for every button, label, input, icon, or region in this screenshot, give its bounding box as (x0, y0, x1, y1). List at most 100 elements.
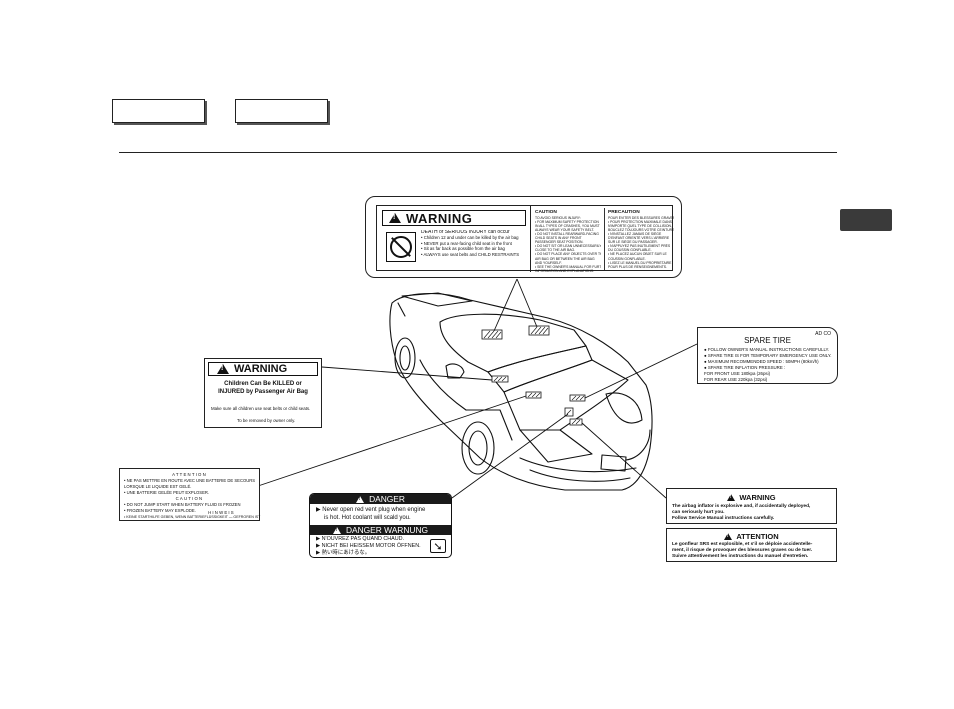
danger-title: DANGER WARNUNG (345, 525, 429, 535)
warning-body-line: DEATH or SERIOUS INJURY can occur (421, 230, 510, 235)
warning-header: WARNING (382, 210, 526, 226)
warning-triangle-icon (332, 526, 341, 534)
precaution-line: COUSSIN GONFLABLE. (608, 256, 646, 261)
label-line: • KEINE STARTHILFE GEBEN, WENN BATTERIEF… (124, 515, 261, 519)
arrow-icon: ➘ (430, 539, 446, 553)
label-line: FOR FRONT USE 180kpa (26psi) (704, 371, 771, 376)
nav-button-next[interactable] (235, 99, 328, 123)
section-thumb-tab[interactable] (840, 209, 892, 231)
label-line: • NE PAS METTRE EN ROUTE AVEC UNE BATTER… (124, 478, 256, 483)
caution-line: CLOSE TO THE AIR BAG. (535, 248, 576, 253)
precaution-line: BOUCLEZ TOUJOURS VOTRE CEINTURE. (608, 227, 674, 232)
caution-line: AIR BAG OR BETWEEN THE AIR BAG (535, 256, 595, 261)
label-line: The airbag inflator is explosive and, if… (672, 504, 811, 509)
caution-title: CAUTION (535, 210, 557, 215)
airbag-inflator-attention-label: ATTENTION Le gonfleur SRS est explosible… (666, 528, 837, 562)
spare-tire-label: AD CO SPARE TIRE ● FOLLOW OWNER'S MANUAL… (697, 327, 838, 384)
nav-button-previous[interactable] (112, 99, 205, 123)
label-title: SPARE TIRE (744, 336, 791, 345)
label-line: ▶ Never open red vent plug when engine (316, 507, 426, 513)
label-line: INJURED by Passenger Air Bag (218, 389, 308, 395)
label-line: Suivre attentivement les instructions du… (672, 554, 809, 559)
warning-title: WARNING (739, 493, 776, 502)
label-line: is hot. Hot coolant will scald you. (324, 515, 411, 521)
label-line: ▶ 熱い時にあけるな。 (316, 550, 371, 556)
label-line: Children Can Be KILLED or (224, 381, 302, 387)
label-line: can seriously hurt you. (672, 510, 725, 515)
precaution-line: • LISEZ LE MANUEL DU PROPRIÉTAIRE (608, 260, 672, 265)
battery-caution-label: ATTENTION • NE PAS METTRE EN ROUTE AVEC … (119, 468, 260, 521)
divider (604, 208, 605, 270)
header-rule (119, 152, 837, 153)
label-line: To be removed by owner only. (237, 418, 296, 423)
airbag-warning-label-inner: WARNING DEATH or SERIOUS INJURY can occu… (376, 205, 674, 273)
airbag-warning-label-dash: WARNING DEATH or SERIOUS INJURY can occu… (365, 196, 682, 278)
attention-header: ATTENTION (667, 532, 836, 541)
warning-body-line: • Children 12 and under can be killed by… (421, 235, 519, 241)
label-line: LORSQUE LE LIQUIDE EST GELÉ. (124, 484, 192, 489)
warning-title: WARNING (234, 363, 288, 375)
label-line: • UNE BATTERIE GELÉE PEUT EXPLOSER. (124, 490, 210, 495)
airbag-inflator-warning-label: WARNING The airbag inflator is explosive… (666, 488, 837, 524)
caution-line: CHILD SEATS IN ANY FRONT (535, 236, 582, 241)
precaution-line: • N'APPUYEZ PAS INUTILEMENT PRÈS (608, 244, 671, 249)
label-line: ▶ N'OUVREZ PAS QUAND CHAUD. (316, 536, 405, 542)
warning-triangle-icon (356, 495, 365, 503)
precaution-line: SUR LE SIÈGE DU PASSAGER. (608, 240, 658, 245)
label-line: Make sure all children use seat belts or… (211, 406, 311, 411)
precaution-line: N'IMPORTE QUEL TYPE DE COLLISION, (608, 223, 672, 228)
label-line: Le gonfleur SRS est explosible, et s'il … (672, 542, 813, 547)
label-line: ● MAXIMUM RECOMMENDED SPEED : 50MPH (80k… (704, 359, 819, 364)
divider (530, 206, 531, 272)
precaution-title: PRECAUTION (608, 210, 640, 215)
precaution-line: • POUR PROTECTION MAXIMALE DANS (608, 219, 672, 224)
caution-line: • DO NOT SIT OR LEAN UNNECESSARILY (535, 244, 601, 249)
warning-body-line: • Sit as far back as possible from the a… (421, 246, 505, 252)
warning-title: WARNING (406, 210, 473, 226)
warning-triangle-icon (217, 364, 229, 374)
warning-header: WARNING (667, 493, 836, 502)
precaution-line: • N'INSTALLEZ JAMAIS DE SIÈGE (608, 231, 662, 236)
caution-line: AND YOURSELF. (535, 260, 562, 265)
caution-column: CAUTION TO AVOID SERIOUS INJURY: • FOR M… (535, 210, 601, 273)
caution-line: • SEE THE OWNER'S MANUAL FOR FURTHER (535, 264, 601, 269)
precaution-line: POUR PLUS DE RENSEIGNEMENTS. (608, 264, 667, 269)
label-line: ment, il risque de provoquer des blessur… (672, 548, 813, 553)
caution-line: IN ALL TYPES OF CRASHES, YOU MUST (535, 223, 600, 228)
label-code: AD CO (815, 331, 831, 337)
caution-line: • DO NOT PLACE ANY OBJECTS OVER THE (535, 252, 601, 257)
warning-header: WARNING (208, 362, 318, 376)
caution-line: INFORMATION AND EXPLANATIONS. (535, 268, 595, 273)
attention-title: ATTENTION (736, 532, 779, 541)
warning-triangle-icon (389, 213, 401, 223)
precaution-line: DU COUSSIN GONFLABLE. (608, 248, 652, 253)
caution-line: • DO NOT INSTALL REARWARD-FACING (535, 231, 599, 236)
caution-line: • FOR MAXIMUM SAFETY PROTECTION (535, 219, 599, 224)
danger-band: DANGER (310, 494, 451, 504)
label-line: ▶ NICHT BEI HEISSEM MOTOR ÖFFNEN. (316, 543, 421, 549)
warning-triangle-icon (727, 494, 736, 501)
no-rear-facing-seat-icon (386, 232, 416, 262)
label-line: • DO NOT JUMP START WHEN BATTERY FLUID I… (124, 502, 241, 507)
label-title: CAUTION (175, 496, 204, 501)
warning-body-line: • ALWAYS use seat belts and CHILD RESTRA… (421, 251, 520, 257)
label-line: • FROZEN BATTERY MAY EXPLODE. (124, 508, 196, 513)
passenger-airbag-warning-label: WARNING Children Can Be KILLED or INJURE… (204, 358, 322, 428)
caution-line: ALWAYS WEAR YOUR SAFETY BELT. (535, 227, 595, 232)
precaution-line: • NE PLACEZ AUCUN OBJET SUR LE (608, 252, 667, 257)
warning-triangle-icon (724, 533, 733, 540)
label-title: ATTENTION (172, 472, 207, 477)
label-line: ● SPARE TIRE INFLATION PRESSURE : (704, 365, 786, 370)
label-title: HINWEIS (208, 510, 235, 515)
precaution-column: PRECAUTION POUR ÉVITER DES BLESSURES GRA… (608, 210, 674, 269)
caution-line: PASSENGER SEAT POSITION. (535, 240, 584, 245)
danger-band: DANGER WARNUNG (310, 525, 451, 535)
label-line: ● FOLLOW OWNER'S MANUAL INSTRUCTIONS CAR… (704, 347, 830, 352)
caution-line: TO AVOID SERIOUS INJURY: (535, 215, 581, 220)
danger-title: DANGER (369, 494, 405, 504)
precaution-line: POUR ÉVITER DES BLESSURES GRAVES: (608, 215, 674, 220)
warning-body: DEATH or SERIOUS INJURY can occur • Chil… (421, 230, 527, 257)
label-line: FOR REAR USE 220kpa (32psi) (704, 377, 768, 382)
label-line: Follow Service Manual instructions caref… (672, 516, 775, 521)
